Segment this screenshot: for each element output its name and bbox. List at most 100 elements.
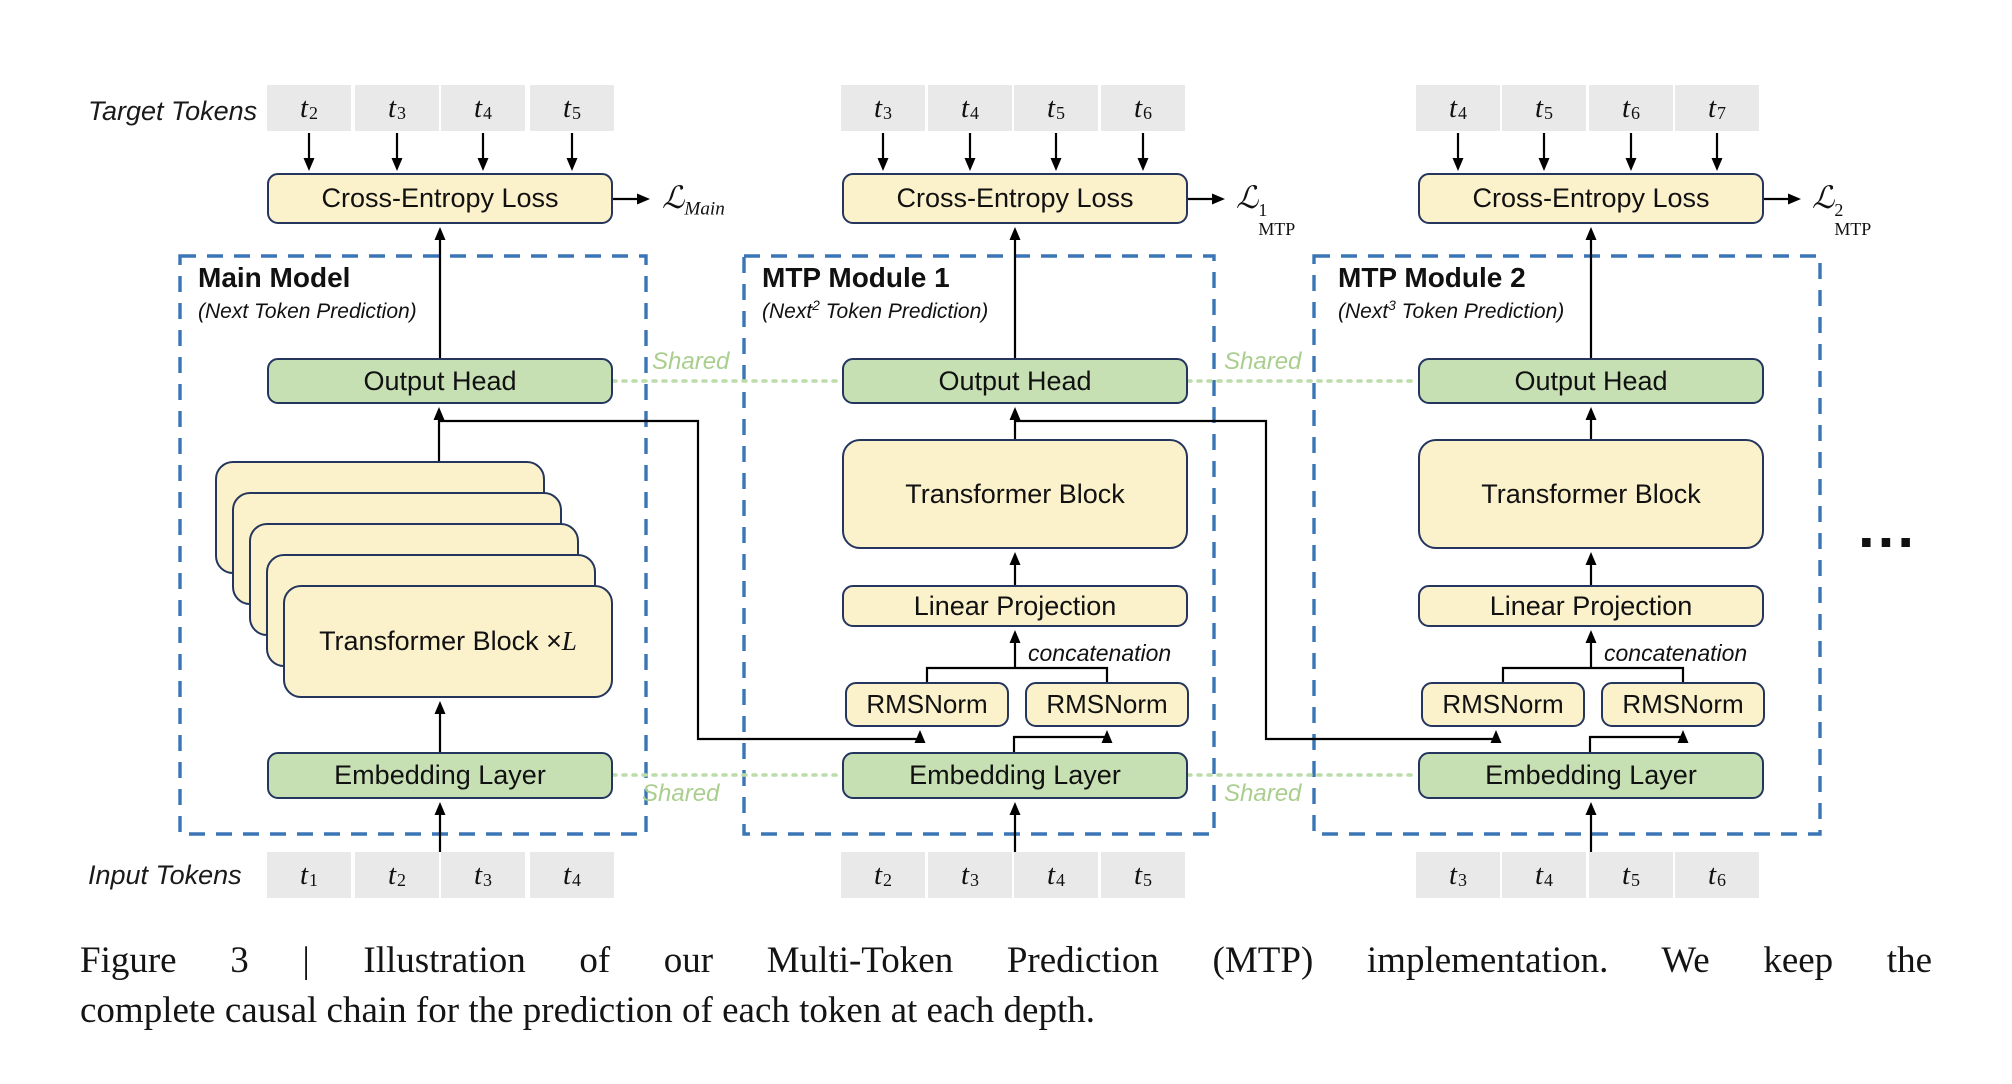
more-modules-ellipsis: ... [1858, 493, 1918, 560]
token-sub: 5 [1631, 869, 1641, 890]
loss-superscript: 1 [1258, 200, 1268, 221]
loss-subscript: Main [684, 198, 725, 220]
token-base: t [1707, 91, 1717, 124]
shared-label: Shared [642, 780, 720, 807]
loss-symbol: ℒ [662, 180, 685, 215]
caption-line-1: Figure 3 | Illustration of our Multi-Tok… [80, 940, 1932, 981]
loss-subscript: MTP [1834, 218, 1872, 239]
token-base: t [1621, 858, 1631, 891]
target-tokens-label: Target Tokens [88, 96, 258, 126]
mtp2-rmsnorm-left-box: RMSNorm [1421, 682, 1585, 727]
token-sub: 3 [883, 102, 893, 123]
transformer-depth-var: L [561, 626, 577, 656]
token-base: t [1448, 858, 1458, 891]
token-sub: 4 [970, 102, 980, 123]
caption-line-2: complete causal chain for the prediction… [80, 990, 1095, 1031]
token-sub: 5 [572, 102, 582, 123]
token-base: t [1534, 91, 1544, 124]
loss-symbol: ℒ [1812, 180, 1835, 215]
token-sub: 4 [572, 869, 582, 890]
mtp2-concatenation-label: concatenation [1604, 640, 1748, 666]
subtitle-rest: Token Prediction) [1395, 300, 1565, 323]
token-base: t [960, 91, 970, 124]
token-sub: 5 [1056, 102, 1066, 123]
loss-superscript: 2 [1834, 200, 1844, 221]
subtitle-base: (Next [762, 300, 813, 323]
subtitle-sup: 3 [1388, 298, 1396, 313]
token-sub: 3 [483, 869, 493, 890]
token-sub: 6 [1631, 102, 1641, 123]
main-model-subtitle: (Next Token Prediction) [198, 298, 417, 324]
subtitle-rest: Token Prediction) [248, 300, 417, 323]
token-sub: 6 [1717, 869, 1727, 890]
token-base: t [873, 91, 883, 124]
main-cross-entropy-box: Cross-Entropy Loss [267, 173, 613, 224]
subtitle-base: (Next [1338, 300, 1389, 323]
subtitle-sup: 2 [812, 298, 820, 313]
token-base: t [387, 91, 397, 124]
main-loss-label: ℒMain [662, 180, 725, 221]
figure-caption: Figure 3 | Illustration of our Multi-Tok… [80, 936, 1932, 1036]
mtp-module-1-subtitle: (Next2 Token Prediction) [762, 298, 988, 324]
mtp1-rmsnorm-left-box: RMSNorm [845, 682, 1009, 727]
main-model-title: Main Model [198, 262, 351, 293]
mtp-module-1-title: MTP Module 1 [762, 262, 950, 293]
mtp1-rmsnorm-right-box: RMSNorm [1025, 682, 1189, 727]
token-sub: 2 [883, 869, 893, 890]
token-base: t [473, 91, 483, 124]
token-base: t [562, 858, 572, 891]
token-sub: 4 [1056, 869, 1066, 890]
token-base: t [960, 858, 970, 891]
token-base: t [1707, 858, 1717, 891]
main-embedding-box: Embedding Layer [267, 752, 613, 799]
token-base: t [299, 91, 309, 124]
mtp1-transformer-block-box: Transformer Block [842, 439, 1188, 549]
token-base: t [1133, 858, 1143, 891]
token-base: t [1621, 91, 1631, 124]
mtp2-linear-projection-box: Linear Projection [1418, 585, 1764, 627]
token-base: t [1448, 91, 1458, 124]
transformer-label: Transformer Block × [319, 626, 562, 656]
shared-label: Shared [652, 348, 730, 375]
mtp1-linear-projection-box: Linear Projection [842, 585, 1188, 627]
token-base: t [873, 858, 883, 891]
input-tokens-label: Input Tokens [88, 860, 242, 890]
token-base: t [562, 91, 572, 124]
token-base: t [1046, 858, 1056, 891]
mtp2-transformer-block-box: Transformer Block [1418, 439, 1764, 549]
mtp1-output-head-box: Output Head [842, 358, 1188, 404]
token-base: t [1046, 91, 1056, 124]
mtp2-output-head-box: Output Head [1418, 358, 1764, 404]
token-base: t [299, 858, 309, 891]
token-sub: 3 [397, 102, 407, 123]
shared-label: Shared [1224, 348, 1302, 375]
token-sub: 4 [1458, 102, 1468, 123]
token-base: t [387, 858, 397, 891]
subtitle-base: (Next [198, 300, 249, 323]
token-sub: 7 [1717, 102, 1727, 123]
token-base: t [1133, 91, 1143, 124]
